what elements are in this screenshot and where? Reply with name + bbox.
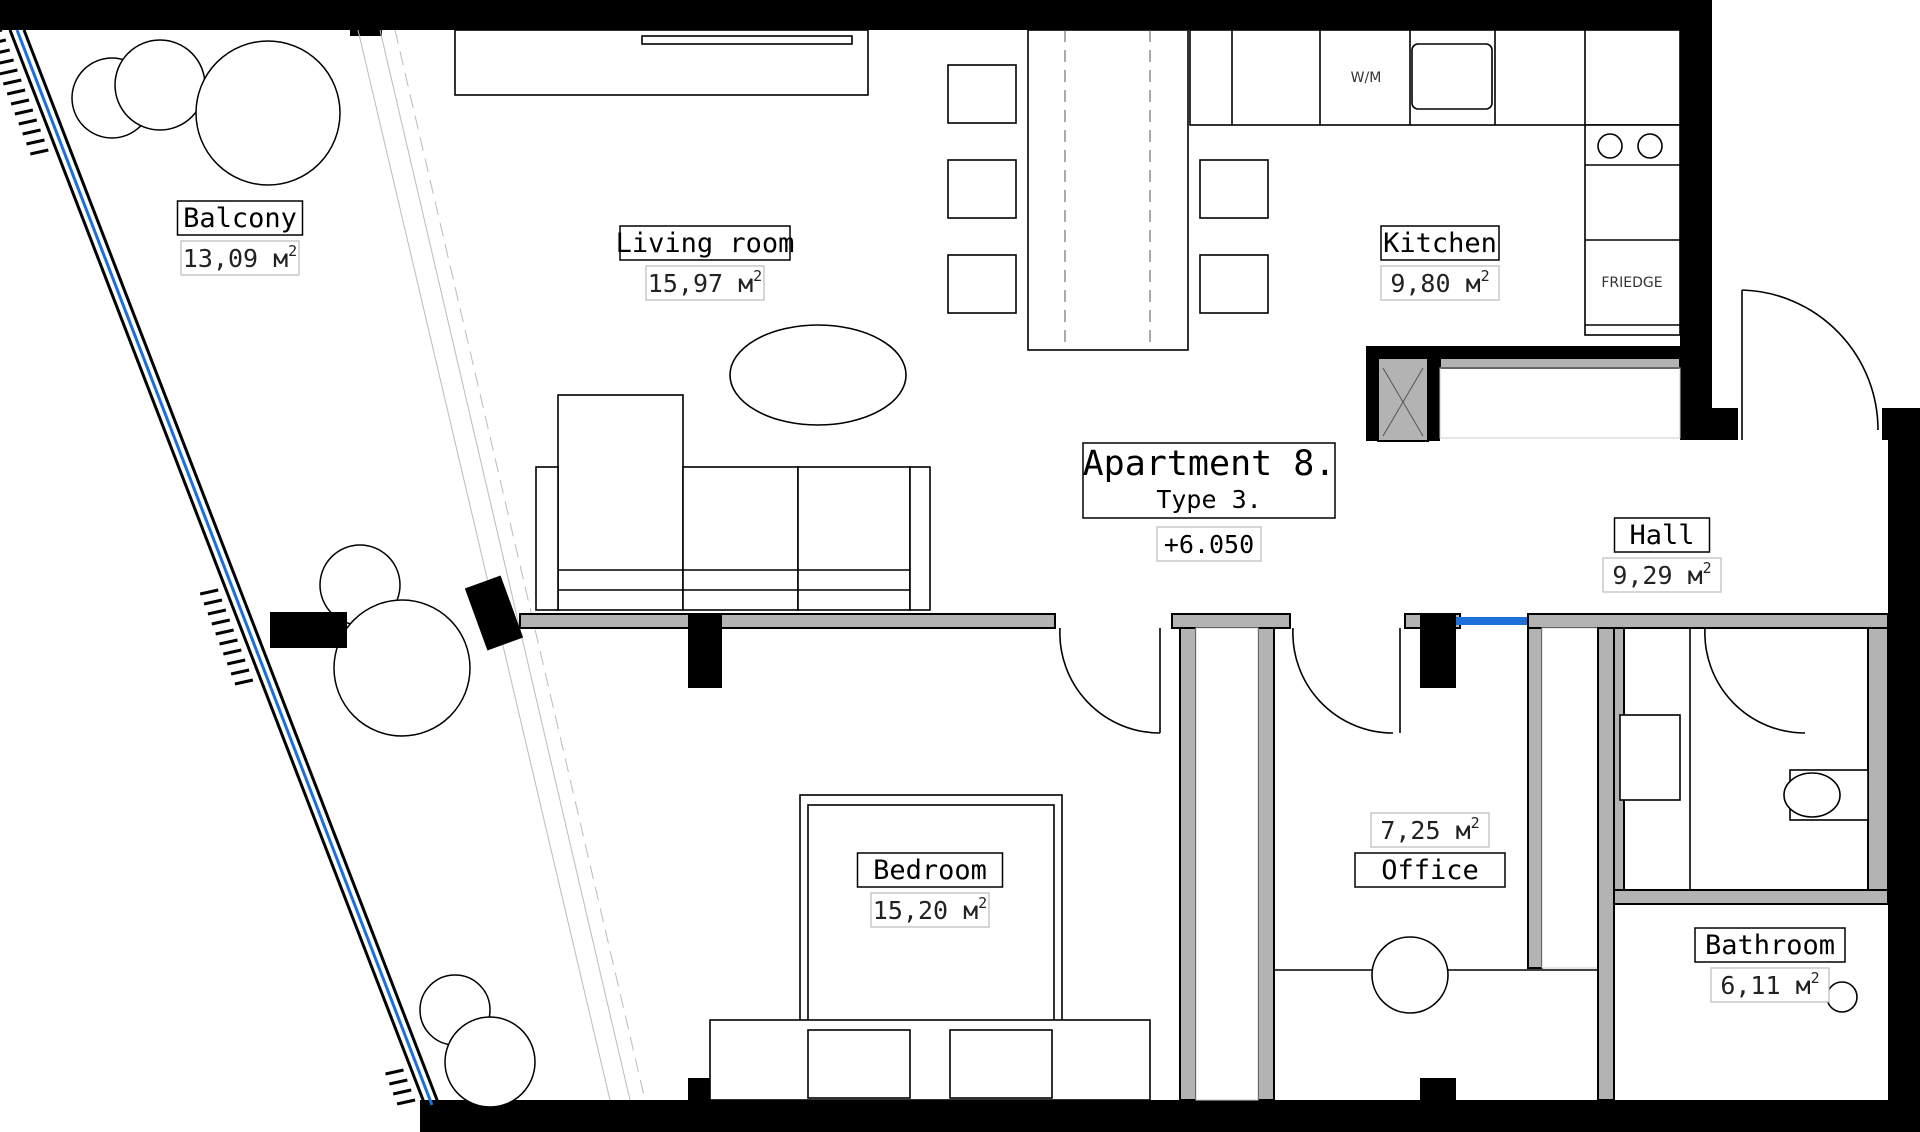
hall-area-box (1602, 557, 1722, 593)
kitchen-area: 9,80 м2 (1390, 267, 1489, 298)
bathroom-label-box (1694, 927, 1846, 963)
office-area: 7,25 м2 (1380, 814, 1479, 845)
bathroom-area-exponent: 2 (1811, 969, 1820, 987)
hall-label-box (1613, 517, 1711, 553)
kitchen-label-box (1380, 225, 1500, 261)
kitchen-area-exponent: 2 (1481, 267, 1490, 285)
living-kitchen-furniture (454, 29, 1879, 611)
interior-partitions (519, 613, 1889, 1108)
living-name: Living room (616, 228, 795, 259)
balcony-plants (71, 39, 536, 1108)
balcony-area-box (180, 240, 300, 276)
living-label-box (619, 225, 791, 261)
hall-area: 9,29 м2 (1612, 559, 1711, 590)
kitchen-name: Kitchen (1383, 228, 1497, 259)
office-label-box (1354, 852, 1506, 888)
office-bath-furniture (1274, 714, 1869, 1014)
hall-area-exponent: 2 (1703, 559, 1712, 577)
apartment-elevation: +6.050 (1164, 530, 1254, 559)
bathroom-name: Bathroom (1705, 930, 1835, 961)
bedroom-area-box (870, 892, 990, 928)
living-area-exponent: 2 (753, 267, 762, 285)
balcony-name: Balcony (183, 203, 297, 234)
room-labels: Balcony 13,09 м2 Living room 15,97 м2 Kitche… (176, 200, 1846, 1003)
bathroom-area: 6,11 м2 (1720, 969, 1819, 1000)
bedroom-name: Bedroom (873, 855, 987, 886)
bedroom-area: 15,20 м2 (873, 894, 987, 925)
living-area-box (645, 265, 765, 301)
fridge-label: FRIEDGE (1601, 275, 1662, 291)
living-area: 15,97 м2 (648, 267, 762, 298)
washing-machine-label: W/M (1351, 70, 1382, 86)
balcony-glazing (0, 28, 646, 1106)
office-area-exponent: 2 (1471, 814, 1480, 832)
bedroom-furniture (709, 794, 1151, 1101)
balcony-label-box (176, 200, 304, 236)
bathroom-area-box (1710, 967, 1830, 1003)
apartment-type: Type 3. (1156, 485, 1261, 514)
balcony-area: 13,09 м2 (183, 242, 297, 273)
office-area-box (1370, 812, 1490, 848)
kitchen-area-box (1380, 265, 1500, 301)
apartment-title-block: Apartment 8. Type 3. +6.050 (1082, 442, 1336, 562)
bedroom-label-box (856, 852, 1004, 888)
office-name: Office (1381, 855, 1479, 886)
bedroom-area-exponent: 2 (978, 894, 987, 912)
hall-name: Hall (1629, 520, 1694, 551)
apartment-title: Apartment 8. (1083, 444, 1336, 484)
balcony-area-exponent: 2 (288, 242, 297, 260)
